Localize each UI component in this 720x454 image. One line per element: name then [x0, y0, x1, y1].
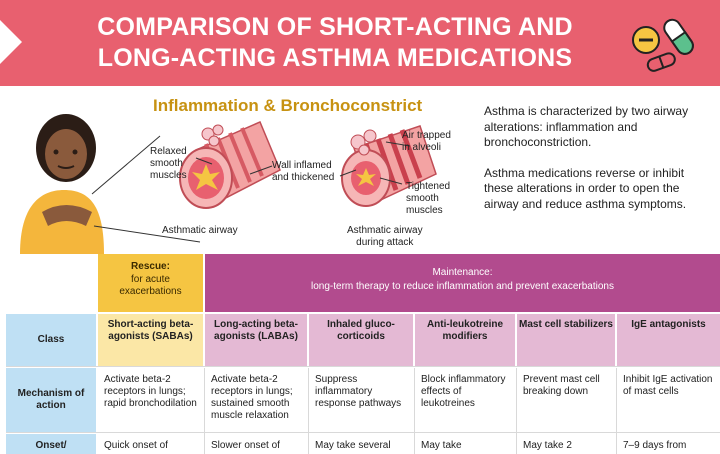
mechanism-glucocorticoids: Suppress inflammatory response pathways — [315, 374, 402, 409]
col-divider — [204, 368, 205, 454]
page-title-line-1: COMPARISON OF SHORT-ACTING AND — [97, 13, 573, 41]
onset-sabas: Quick onset of — [104, 440, 168, 451]
mechanism-leukotriene: Block inflammatory effects of leukotrein… — [421, 374, 506, 409]
airway-attack-illustration — [341, 125, 437, 207]
col-head-glucocorticoids: Inhaled gluco-corticoids — [309, 314, 413, 366]
mechanism-mast-cell: Prevent mast cell breaking down — [523, 374, 600, 397]
description: Asthma is characterized by two airway al… — [484, 104, 716, 212]
row-head-onset: Onset/ — [6, 434, 96, 454]
onset-leukotriene: May take — [421, 440, 462, 451]
airway-diagram — [20, 114, 437, 254]
banner-notch — [0, 20, 22, 64]
row-divider — [6, 432, 720, 433]
row-head-mechanism: Mechanism of action — [6, 368, 96, 432]
mechanism-sabas: Activate beta-2 receptors in lungs; rapi… — [104, 374, 197, 409]
row-divider — [6, 366, 720, 367]
onset-glucocorticoids: May take several — [315, 440, 391, 451]
diagram-title: Inflammation & Bronchoconstrict — [153, 96, 423, 115]
col-divider — [616, 368, 617, 454]
col-head-labas: Long-acting beta-agonists (LABAs) — [205, 314, 307, 366]
col-head-leukotriene: Anti-leukotreine modifiers — [415, 314, 515, 366]
maintenance-header: Maintenance: long-term therapy to reduce… — [205, 254, 720, 312]
label-asthmatic-airway: Asthmatic airway — [162, 225, 238, 236]
page-title-line-2: LONG-ACTING ASTHMA MEDICATIONS — [97, 44, 573, 72]
airway-normal-illustration — [179, 121, 281, 209]
row-head-class: Class — [6, 314, 96, 366]
col-divider — [516, 368, 517, 454]
col-divider — [414, 368, 415, 454]
description-para-2: Asthma medications reverse or inhibit th… — [484, 165, 687, 211]
col-head-mast-cell: Mast cell stabilizers — [517, 314, 615, 366]
onset-mast-cell: May take 2 — [523, 440, 572, 451]
page-title: COMPARISON OF SHORT-ACTING AND LONG-ACTI… — [40, 12, 630, 74]
col-head-sabas: Short-acting beta-agonists (SABAs) — [98, 314, 203, 366]
mechanism-labas: Activate beta-2 receptors in lungs; sust… — [211, 374, 293, 421]
rescue-header: Rescue: for acute exacerbations — [98, 254, 203, 312]
col-head-ige: IgE antagonists — [617, 314, 720, 366]
pills-icon — [632, 18, 694, 72]
title-banner — [0, 0, 720, 86]
person-illustration — [20, 114, 104, 254]
onset-ige: 7–9 days from — [623, 440, 687, 451]
col-divider — [308, 368, 309, 454]
onset-labas: Slower onset of — [211, 440, 280, 451]
mechanism-ige: Inhibit IgE activation of mast cells — [623, 374, 713, 397]
description-para-1: Asthma is characterized by two airway al… — [484, 104, 689, 149]
